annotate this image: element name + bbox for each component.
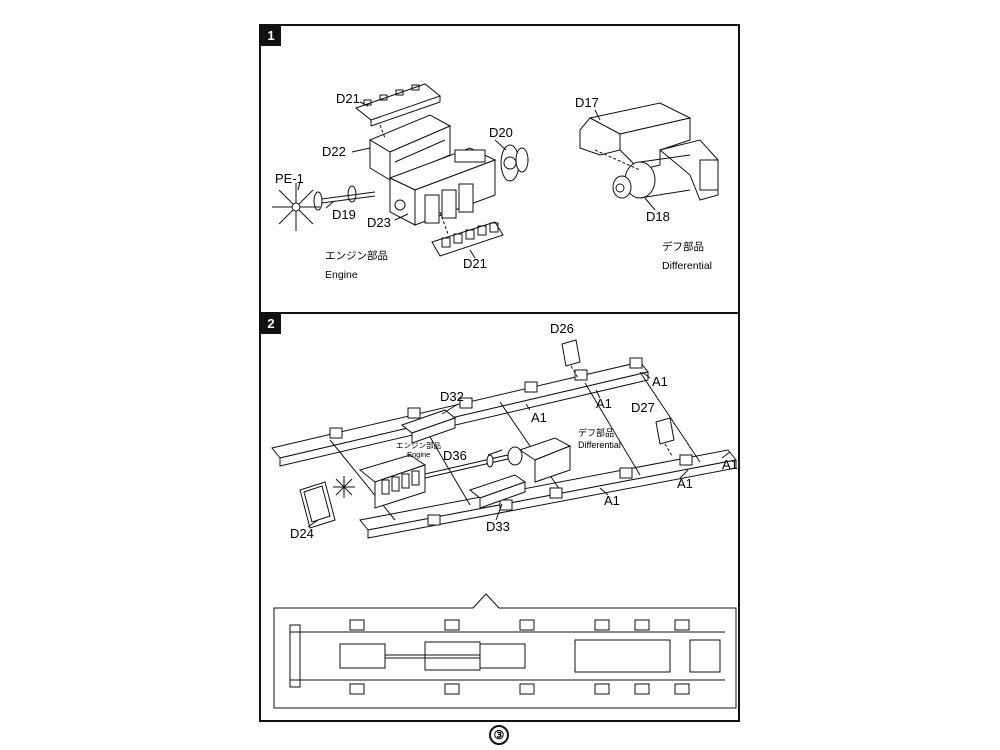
label-d21-bottom: D21 bbox=[463, 256, 487, 271]
label-d22: D22 bbox=[322, 144, 346, 159]
step-1-number: 1 bbox=[261, 26, 281, 46]
label-d24: D24 bbox=[290, 526, 314, 541]
label-d17: D17 bbox=[575, 95, 599, 110]
label-d27: D27 bbox=[631, 400, 655, 415]
step-2-panel: 2 bbox=[259, 312, 740, 722]
differential-exploded-drawing bbox=[579, 102, 719, 211]
label-a1-front-bottom: A1 bbox=[604, 493, 620, 508]
chassis-differential-caption-jp: デフ部品 bbox=[578, 428, 615, 438]
label-a1-center: A1 bbox=[531, 410, 547, 425]
label-d20: D20 bbox=[489, 125, 513, 140]
label-pe1: PE-1 bbox=[275, 171, 304, 186]
label-d32: D32 bbox=[440, 389, 464, 404]
differential-caption-jp: デフ部品 bbox=[662, 241, 704, 253]
label-d21-top: D21 bbox=[336, 91, 360, 106]
label-d26: D26 bbox=[550, 321, 574, 336]
chassis-engine-caption-jp: エンジン部品 bbox=[396, 441, 441, 450]
label-d23: D23 bbox=[367, 215, 391, 230]
label-d18: D18 bbox=[646, 209, 670, 224]
engine-caption-en: Engine bbox=[325, 269, 358, 281]
chassis-top-view-inset bbox=[273, 593, 737, 709]
label-a1-rear-bottom: A1 bbox=[722, 457, 738, 472]
label-a1-rear-top: A1 bbox=[652, 374, 668, 389]
differential-caption-en: Differential bbox=[662, 260, 712, 272]
chassis-assembly-drawing bbox=[271, 339, 737, 539]
label-a1-mid-top: A1 bbox=[596, 396, 612, 411]
label-a1-mid-bottom: A1 bbox=[677, 476, 693, 491]
chassis-engine-caption-en: Engine bbox=[407, 450, 431, 459]
engine-caption-jp: エンジン部品 bbox=[325, 250, 388, 262]
engine-exploded-drawing bbox=[272, 83, 529, 259]
label-d33: D33 bbox=[486, 519, 510, 534]
chassis-differential-caption-en: Differential bbox=[578, 440, 621, 450]
label-d19: D19 bbox=[332, 207, 356, 222]
step-2-number: 2 bbox=[261, 314, 281, 334]
label-d36: D36 bbox=[443, 448, 467, 463]
page-number: ③ bbox=[489, 725, 509, 745]
